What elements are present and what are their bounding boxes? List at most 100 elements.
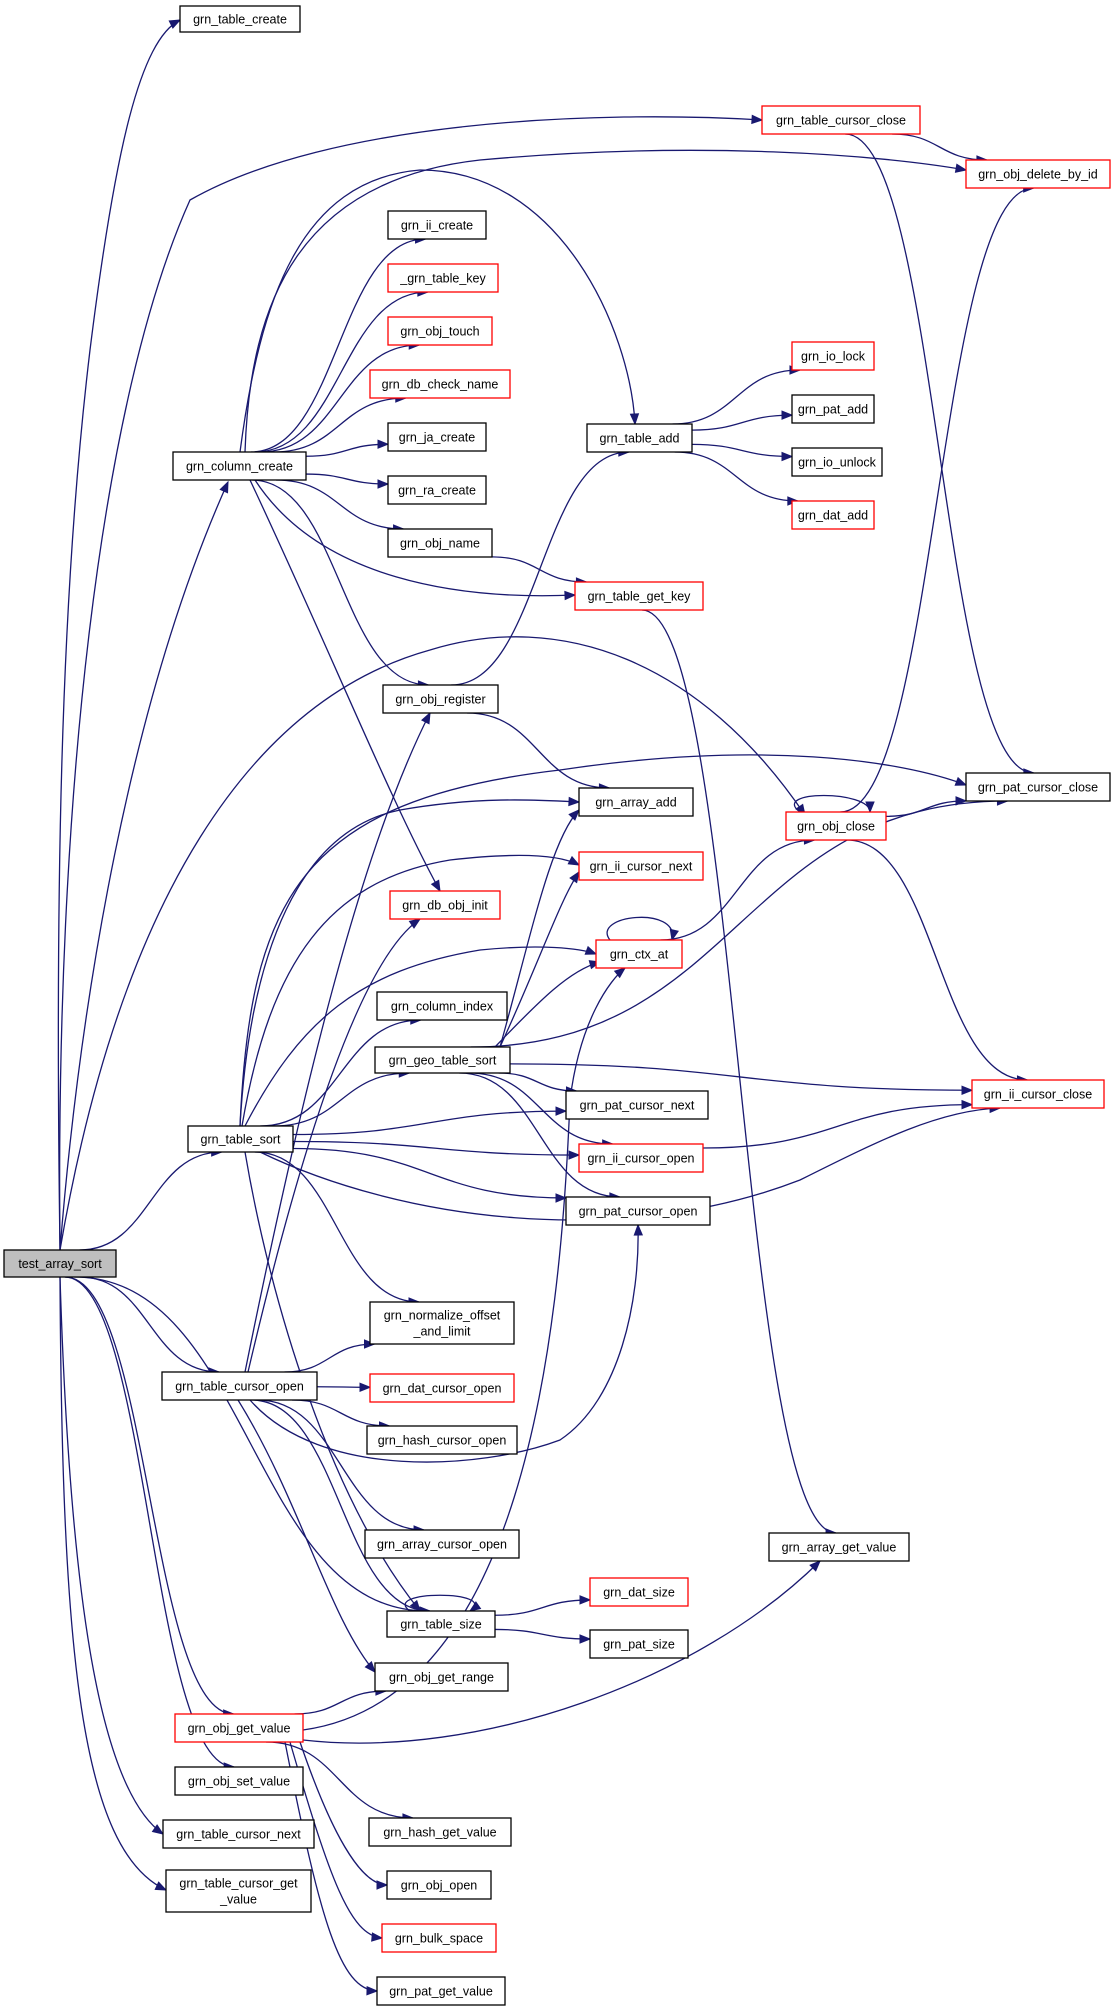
edge-line <box>79 1276 219 1373</box>
node-grn-dat-add[interactable]: grn_dat_add <box>791 500 875 530</box>
node-box <box>386 1610 496 1638</box>
edge-line <box>291 1399 390 1427</box>
node-grn-geo-table-sort[interactable]: grn_geo_table_sort <box>374 1046 511 1074</box>
node-grn-pat-add[interactable]: grn_pat_add <box>791 394 875 424</box>
node-grn-hash-get-value[interactable]: grn_hash_get_value <box>368 1817 512 1847</box>
node-label: grn_obj_get_value <box>188 1722 291 1736</box>
edge-line <box>641 609 837 1534</box>
edge-grn_table_sort-to-grn_geo_table_sort <box>273 1068 411 1127</box>
node-grn-table-sort[interactable]: grn_table_sort <box>187 1125 294 1153</box>
node-test-array-sort[interactable]: test_array_sort <box>3 1249 117 1278</box>
edge-grn_column_create-to-grn_ja_create <box>305 439 390 457</box>
node-grn-io-unlock[interactable]: grn_io_unlock <box>791 447 883 477</box>
node-grn-obj-name[interactable]: grn_obj_name <box>387 528 493 558</box>
node-grn-db-obj-init[interactable]: grn_db_obj_init <box>389 890 501 920</box>
node-grn-table-cursor-close[interactable]: grn_table_cursor_close <box>761 105 921 135</box>
node-box <box>768 1532 910 1562</box>
edge-line <box>691 414 793 431</box>
node-grn-ii-cursor-open[interactable]: grn_ii_cursor_open <box>578 1143 704 1173</box>
node-grn-ii-create[interactable]: grn_ii_create <box>387 210 487 240</box>
node-grn-bulk-space[interactable]: grn_bulk_space <box>381 1923 497 1953</box>
edge-arrowhead <box>421 711 431 725</box>
node-grn-dat-size[interactable]: grn_dat_size <box>589 1577 689 1607</box>
node-box <box>578 1143 704 1173</box>
node-grn-pat-cursor-next[interactable]: grn_pat_cursor_next <box>565 1090 709 1120</box>
node-grn-column-index[interactable]: grn_column_index <box>376 991 508 1021</box>
edge-arrowhead <box>629 413 640 426</box>
edge-arrowhead <box>376 1880 389 1890</box>
node-label: grn_table_add <box>600 432 680 446</box>
edge-line <box>260 344 420 453</box>
node-grn-table-cursor-next[interactable]: grn_table_cursor_next <box>162 1819 315 1849</box>
node-grn-obj-touch[interactable]: grn_obj_touch <box>387 316 493 346</box>
edge-line <box>59 636 806 1251</box>
edge-layer <box>57 19 1036 1996</box>
node-grn-table-size[interactable]: grn_table_size <box>386 1610 496 1638</box>
node-grn-normalize-offset-and-limit[interactable]: grn_normalize_offset_and_limit <box>369 1301 515 1345</box>
edge-line <box>58 116 763 1251</box>
node-grn-obj-set-value[interactable]: grn_obj_set_value <box>174 1766 304 1796</box>
edge-line <box>251 479 429 686</box>
edge-line <box>451 451 629 686</box>
edge-test_array_sort-to-grn_obj_set_value <box>64 1276 236 1772</box>
node-box <box>386 1870 492 1900</box>
edge-arrowhead <box>633 1223 644 1236</box>
edge-line <box>239 799 580 1127</box>
node-grn-array-get-value[interactable]: grn_array_get_value <box>768 1532 910 1562</box>
edge-line <box>892 133 987 161</box>
edge-line <box>275 479 404 530</box>
edge-grn_table_sort-to-grn_normalize_offset_and_limit <box>254 1151 421 1307</box>
node-grn-ii-cursor-close[interactable]: grn_ii_cursor_close <box>971 1079 1105 1109</box>
node-grn-pat-size[interactable]: grn_pat_size <box>589 1629 689 1659</box>
node-grn-obj-delete-by-id[interactable]: grn_obj_delete_by_id <box>965 159 1111 189</box>
node-grn-dat-cursor-open[interactable]: grn_dat_cursor_open <box>369 1373 515 1403</box>
node-label: grn_pat_cursor_next <box>580 1099 695 1113</box>
node-grn-pat-cursor-close[interactable]: grn_pat_cursor_close <box>965 772 1111 802</box>
edge-grn_table_cursor_open-to-grn_dat_cursor_open <box>316 1382 372 1393</box>
node-label: test_array_sort <box>18 1257 102 1271</box>
node-grn-table-add[interactable]: grn_table_add <box>586 423 693 453</box>
node-grn-pat-get-value[interactable]: grn_pat_get_value <box>376 1976 506 2006</box>
node-grn-ii-cursor-next[interactable]: grn_ii_cursor_next <box>578 851 704 881</box>
node-box <box>179 5 301 33</box>
node-grn-array-add[interactable]: grn_array_add <box>578 787 694 817</box>
node-grn-db-check-name[interactable]: grn_db_check_name <box>369 369 511 399</box>
edge-line <box>494 1599 591 1616</box>
node-grn-table-cursor-open[interactable]: grn_table_cursor_open <box>161 1371 318 1401</box>
node-grn-obj-get-range[interactable]: grn_obj_get_range <box>374 1662 509 1692</box>
node-grn-ra-create[interactable]: grn_ra_create <box>387 475 487 505</box>
node-box <box>369 369 511 399</box>
node-grn-pat-cursor-open[interactable]: grn_pat_cursor_open <box>565 1196 711 1226</box>
edge-grn_geo_table_sort-to-grn_ii_cursor_next <box>499 870 580 1048</box>
node-grn-column-create[interactable]: grn_column_create <box>172 451 307 481</box>
node-label: grn_table_cursor_open <box>175 1380 304 1394</box>
edge-line <box>284 1343 375 1373</box>
node-grn-table-create[interactable]: grn_table_create <box>179 5 301 33</box>
edge-grn_obj_get_value-to-grn_pat_get_value <box>284 1741 379 1996</box>
edge-line <box>247 918 421 1373</box>
node-grn-array-cursor-open[interactable]: grn_array_cursor_open <box>364 1529 520 1559</box>
node-grn-ctx-at[interactable]: grn_ctx_at <box>595 939 683 969</box>
edge-line <box>294 1690 386 1715</box>
edge-arrowhead <box>168 19 182 29</box>
node-grn-obj-get-value[interactable]: grn_obj_get_value <box>174 1713 304 1743</box>
node-box <box>366 1425 518 1455</box>
node-grn-hash-cursor-open[interactable]: grn_hash_cursor_open <box>366 1425 518 1455</box>
node-grn-io-lock[interactable]: grn_io_lock <box>791 341 875 371</box>
node-grn-obj-register[interactable]: grn_obj_register <box>382 684 499 714</box>
node-grn-table-cursor-get-value[interactable]: grn_table_cursor_get_value <box>165 1869 312 1913</box>
node-box <box>791 447 883 477</box>
node-grn-ja-create[interactable]: grn_ja_create <box>387 422 487 452</box>
node-grn-table-get-key[interactable]: grn_table_get_key <box>574 581 704 611</box>
edge-arrowhead <box>430 879 441 893</box>
node-grn-obj-open[interactable]: grn_obj_open <box>386 1870 492 1900</box>
node-box <box>387 475 487 505</box>
edge-grn_column_create-to-grn_db_obj_init <box>249 479 441 893</box>
edge-line <box>237 1399 376 1673</box>
edge-line <box>498 1072 577 1092</box>
edge-arrowhead <box>568 796 581 807</box>
node-box <box>369 1301 515 1345</box>
edge-grn_geo_table_sort-to-grn_pat_cursor_close <box>470 796 1009 1048</box>
node-grn-obj-close[interactable]: grn_obj_close <box>785 811 887 841</box>
node--grn-table-key[interactable]: _grn_table_key <box>387 263 499 293</box>
